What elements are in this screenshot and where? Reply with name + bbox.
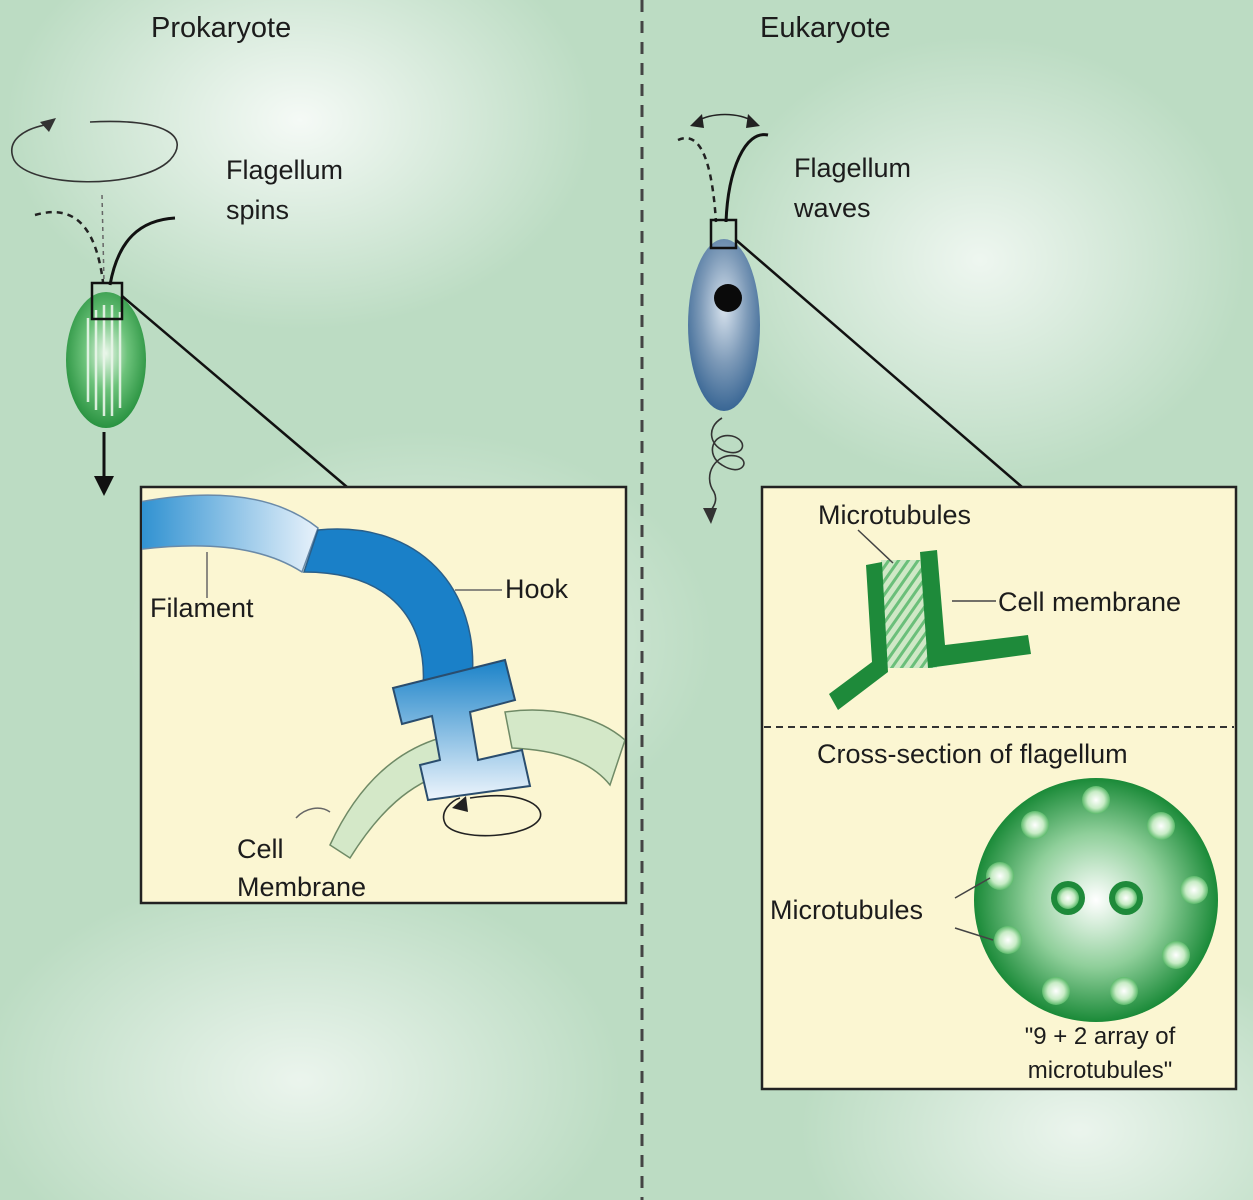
basal-rotation-arrow	[442, 794, 542, 837]
eukaryote-title: Eukaryote	[760, 12, 891, 44]
prokaryote-inset	[139, 485, 628, 905]
eukaryote-motion-trail	[708, 417, 745, 513]
spin-arrow	[11, 120, 178, 183]
nine-plus-two-line2: microtubules"	[1027, 1057, 1173, 1084]
cell-membrane-label-prokaryote: Cell Membrane	[237, 830, 366, 906]
cell-membrane-label-eukaryote: Cell membrane	[998, 587, 1182, 617]
cross-section-title: Cross-section of flagellum	[817, 739, 1128, 769]
eukaryote-zoom-box	[709, 218, 738, 250]
eukaryote-nucleus	[714, 284, 742, 312]
microtubules-side-label: Microtubules	[770, 895, 924, 925]
nine-plus-two-line1: "9 + 2 array of	[1024, 1023, 1176, 1050]
filament-shape	[142, 494, 319, 574]
prokaryote-title: Prokaryote	[151, 12, 292, 44]
membrane-left-arm	[829, 562, 888, 710]
basal-body	[391, 658, 532, 802]
eukaryote-zoom-line	[735, 239, 1023, 488]
cell-membrane-label-line2: Membrane	[237, 872, 367, 902]
eukaryote-inset	[760, 485, 1238, 1091]
cell-membrane-label-line1: Cell	[237, 834, 284, 864]
prokaryote-motion-label: Flagellum spins	[226, 150, 343, 230]
spin-arrowhead	[40, 118, 56, 132]
membrane-right-arm	[920, 550, 1031, 668]
eukaryote-flagellum-dashed	[677, 137, 718, 223]
eukaryote-motion-label-line2: waves	[794, 193, 871, 223]
membrane-right	[504, 709, 625, 787]
prokaryote-flagellum	[108, 216, 176, 286]
microtubule-doublets	[986, 786, 1208, 1005]
nine-plus-two-label: "9 + 2 array of microtubules"	[1000, 1020, 1200, 1088]
prokaryote-motion-label-line2: spins	[226, 195, 290, 225]
filament-label: Filament	[150, 593, 254, 623]
prokaryote-cell	[66, 292, 146, 428]
prokaryote-flagellum-dashed	[34, 210, 105, 283]
cross-section-circle	[974, 778, 1218, 1022]
prokaryote-zoom-line	[121, 295, 348, 488]
eukaryote-flagellum	[724, 133, 769, 223]
eukaryote-motion-label-line1: Flagellum	[794, 153, 912, 183]
prokaryote-cell-group	[11, 118, 348, 496]
prokaryote-zoom-box	[90, 281, 124, 321]
hook-label: Hook	[505, 574, 569, 604]
microtubules-top-label: Microtubules	[818, 500, 972, 530]
central-pair	[1051, 881, 1143, 915]
eukaryote-cell-group	[677, 113, 1023, 524]
wave-arrow	[695, 113, 755, 123]
eukaryote-cell	[688, 239, 760, 411]
prokaryote-motion-label-line1: Flagellum	[226, 155, 344, 185]
eukaryote-motion-label: Flagellum waves	[794, 148, 911, 228]
